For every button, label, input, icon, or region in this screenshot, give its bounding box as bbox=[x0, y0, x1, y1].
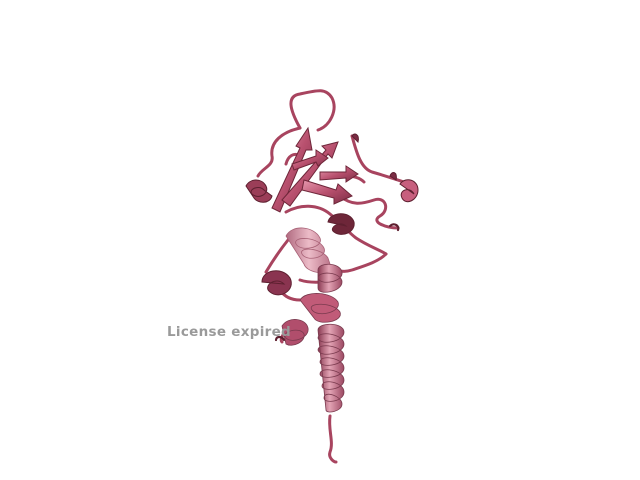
alpha-helix-long bbox=[281, 263, 345, 413]
coil-ends bbox=[274, 223, 400, 342]
license-watermark: License expired bbox=[167, 324, 292, 340]
short-helices bbox=[245, 133, 419, 296]
beta-strands bbox=[271, 126, 359, 213]
